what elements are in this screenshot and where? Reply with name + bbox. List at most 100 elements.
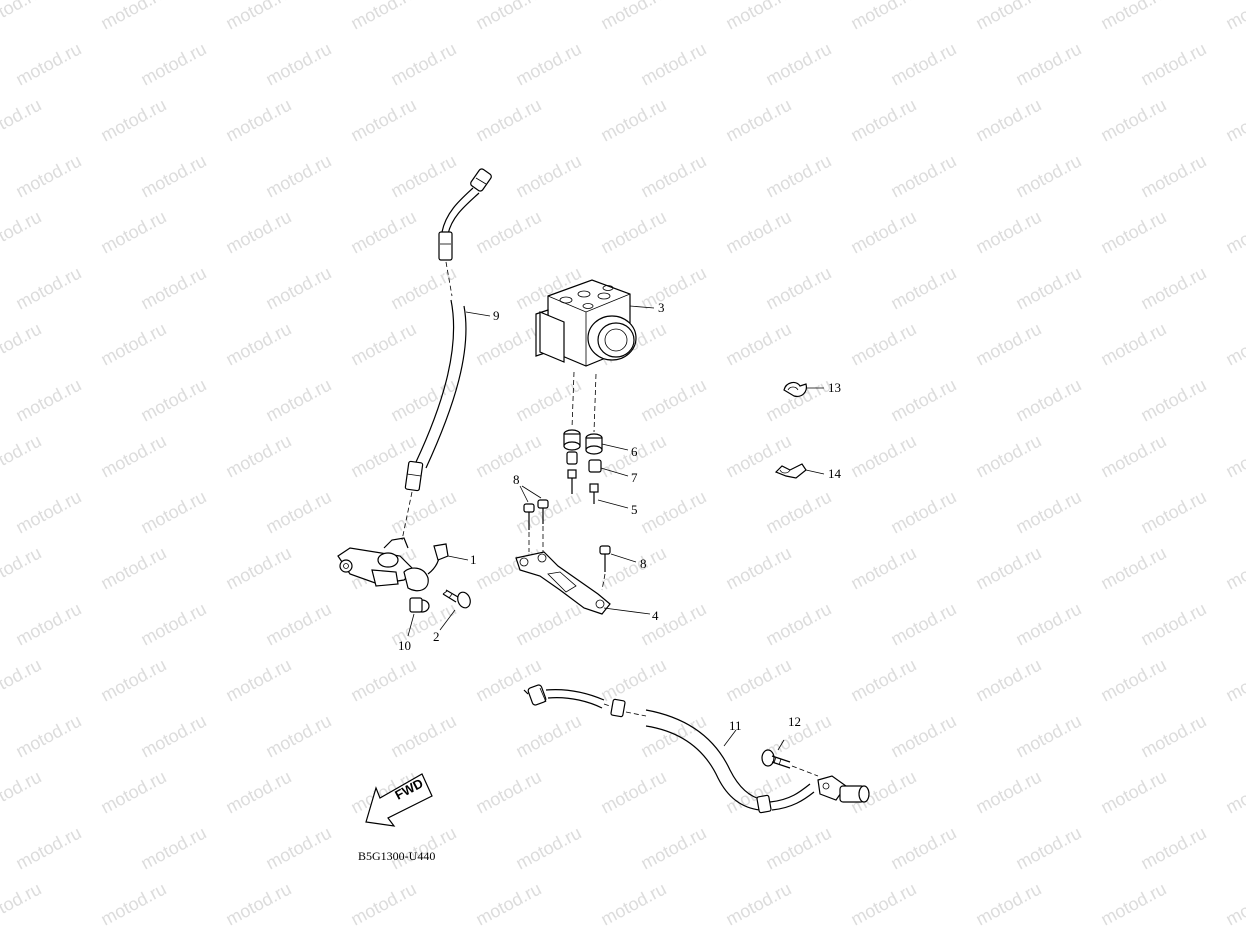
callout-12: 12 bbox=[788, 714, 801, 729]
watermark-text: motod.ru bbox=[762, 599, 834, 650]
watermark-text: motod.ru bbox=[597, 767, 669, 818]
watermark-text: motod.ru bbox=[222, 655, 294, 706]
watermark-text: motod.ru bbox=[1012, 375, 1084, 426]
watermark-text: motod.ru bbox=[722, 879, 794, 930]
watermark-text: motod.ru bbox=[887, 375, 959, 426]
watermark-text: motod.ru bbox=[12, 39, 84, 90]
callout-9: 9 bbox=[493, 308, 500, 323]
watermark-text: motod.ru bbox=[847, 543, 919, 594]
watermark-text: motod.ru bbox=[1097, 95, 1169, 146]
watermark-text: motod.ru bbox=[972, 767, 1044, 818]
watermark-text: motod.ru bbox=[222, 879, 294, 930]
watermark-text: motod.ru bbox=[1222, 655, 1246, 706]
watermark-text: motod.ru bbox=[0, 767, 45, 818]
watermark-text: motod.ru bbox=[722, 0, 794, 34]
callout-2: 2 bbox=[433, 629, 440, 644]
watermark-text: motod.ru bbox=[1012, 711, 1084, 762]
watermark-text: motod.ru bbox=[1097, 0, 1169, 34]
watermark-text: motod.ru bbox=[637, 39, 709, 90]
watermark-text: motod.ru bbox=[0, 207, 45, 258]
watermark-text: motod.ru bbox=[1222, 0, 1246, 34]
watermark-text: motod.ru bbox=[887, 263, 959, 314]
watermark-text: motod.ru bbox=[847, 431, 919, 482]
callout-6: 6 bbox=[631, 444, 638, 459]
watermark-text: motod.ru bbox=[972, 879, 1044, 930]
watermark-text: motod.ru bbox=[1137, 711, 1209, 762]
watermark-text: motod.ru bbox=[887, 151, 959, 202]
watermark-text: motod.ru bbox=[97, 879, 169, 930]
watermark-text: motod.ru bbox=[847, 0, 919, 34]
watermark-text: motod.ru bbox=[262, 151, 334, 202]
part-10-bolt bbox=[407, 597, 430, 637]
watermark-text: motod.ru bbox=[12, 263, 84, 314]
watermark-text: motod.ru bbox=[1222, 207, 1246, 258]
callout-3: 3 bbox=[658, 300, 665, 315]
watermark-text: motod.ru bbox=[1012, 39, 1084, 90]
watermark-text: motod.ru bbox=[1097, 879, 1169, 930]
watermark-text: motod.ru bbox=[387, 263, 459, 314]
watermark-text: motod.ru bbox=[887, 39, 959, 90]
watermark-text: motod.ru bbox=[472, 0, 544, 34]
watermark-text: motod.ru bbox=[887, 487, 959, 538]
watermark-text: motod.ru bbox=[0, 655, 45, 706]
part-3-hydraulic-unit bbox=[535, 279, 655, 367]
watermark-text: motod.ru bbox=[222, 767, 294, 818]
watermark-text: motod.ru bbox=[1222, 543, 1246, 594]
watermark-text: motod.ru bbox=[347, 879, 419, 930]
watermark-text: motod.ru bbox=[637, 487, 709, 538]
callout-5: 5 bbox=[631, 502, 638, 517]
watermark-text: motod.ru bbox=[0, 543, 45, 594]
watermark-text: motod.ru bbox=[762, 375, 834, 426]
part-9-hose bbox=[401, 168, 492, 541]
watermark-text: motod.ru bbox=[0, 319, 45, 370]
watermark-text: motod.ru bbox=[722, 95, 794, 146]
watermark-text: motod.ru bbox=[972, 319, 1044, 370]
watermark-text: motod.ru bbox=[597, 0, 669, 34]
watermark-text: motod.ru bbox=[1097, 655, 1169, 706]
watermark-text: motod.ru bbox=[597, 655, 669, 706]
callout-7: 7 bbox=[631, 470, 638, 485]
callout-11: 11 bbox=[729, 718, 742, 733]
watermark-text: motod.ru bbox=[1222, 319, 1246, 370]
part-7-collar bbox=[566, 451, 629, 477]
watermark-text: motod.ru bbox=[722, 207, 794, 258]
part-11-sensor-lead bbox=[523, 684, 815, 814]
watermark-text: motod.ru bbox=[597, 207, 669, 258]
part-12-bolt bbox=[761, 739, 819, 777]
watermark-text: motod.ru bbox=[887, 711, 959, 762]
watermark-text: motod.ru bbox=[847, 207, 919, 258]
watermark-text: motod.ru bbox=[262, 487, 334, 538]
watermark-text: motod.ru bbox=[12, 711, 84, 762]
part-1-sensor-bracket bbox=[337, 537, 469, 592]
watermark-text: motod.ru bbox=[722, 319, 794, 370]
callout-8-left: 8 bbox=[513, 472, 520, 487]
watermark-text: motod.ru bbox=[347, 0, 419, 34]
part-2-screw bbox=[439, 589, 471, 631]
watermark-text: motod.ru bbox=[262, 39, 334, 90]
part-14-clamp bbox=[774, 463, 825, 479]
watermark-text: motod.ru bbox=[1222, 767, 1246, 818]
watermark-text: motod.ru bbox=[972, 207, 1044, 258]
watermark-text: motod.ru bbox=[97, 207, 169, 258]
watermark-text: motod.ru bbox=[1137, 375, 1209, 426]
watermark-text: motod.ru bbox=[512, 823, 584, 874]
watermark-text: motod.ru bbox=[637, 599, 709, 650]
watermark-text: motod.ru bbox=[387, 487, 459, 538]
watermark-text: motod.ru bbox=[222, 95, 294, 146]
watermark-text: motod.ru bbox=[847, 879, 919, 930]
watermark-text: motod.ru bbox=[1097, 767, 1169, 818]
watermark-text: motod.ru bbox=[1222, 431, 1246, 482]
callout-13: 13 bbox=[828, 380, 841, 395]
fwd-arrow: FWD bbox=[365, 773, 433, 827]
watermark-text: motod.ru bbox=[472, 431, 544, 482]
part-4-bracket bbox=[515, 551, 651, 615]
watermark-text: motod.ru bbox=[262, 823, 334, 874]
watermark-text: motod.ru bbox=[972, 95, 1044, 146]
callout-8-right: 8 bbox=[640, 556, 647, 571]
watermark-text: motod.ru bbox=[972, 543, 1044, 594]
watermark-text: motod.ru bbox=[762, 823, 834, 874]
watermark-text: motod.ru bbox=[972, 431, 1044, 482]
watermark-text: motod.ru bbox=[637, 375, 709, 426]
watermark-text: motod.ru bbox=[137, 711, 209, 762]
